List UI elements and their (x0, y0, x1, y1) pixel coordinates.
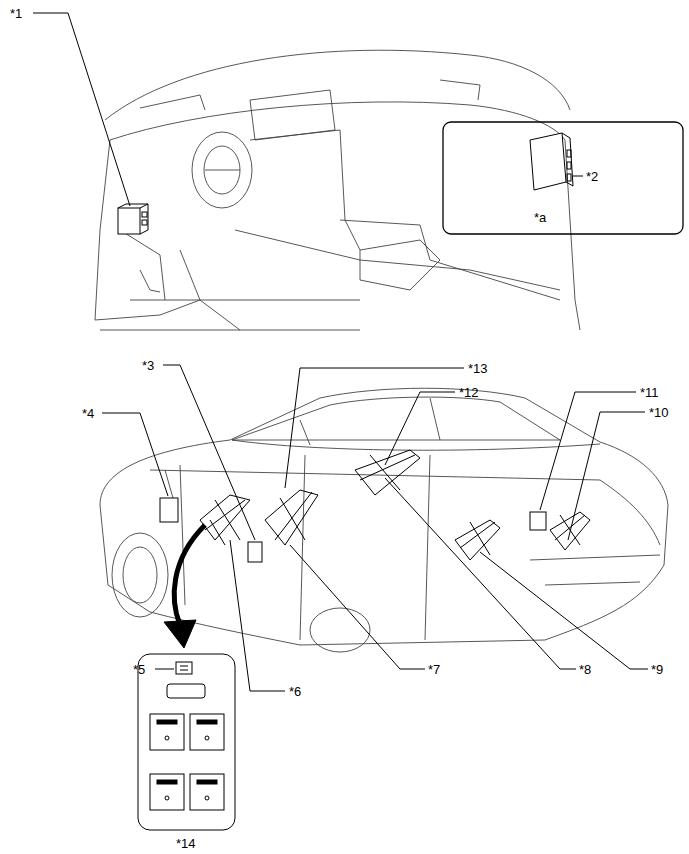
callout-number: *2 (586, 169, 598, 184)
callout-number: *a (534, 210, 546, 225)
callout-number: *14 (176, 836, 196, 851)
switch-panel (138, 654, 235, 830)
leader-line (155, 669, 174, 670)
callout-number: *11 (640, 385, 659, 400)
control-unit (118, 204, 148, 234)
callout-number: *7 (428, 662, 440, 677)
callout-number: *5 (133, 662, 145, 677)
leader-lines (102, 365, 648, 691)
pointer-arrow (174, 525, 205, 625)
callout-number: *13 (468, 361, 488, 376)
callout-number: *12 (459, 385, 479, 400)
callout-number: *4 (82, 406, 94, 421)
car-body (100, 388, 668, 652)
callout-number: *3 (142, 358, 154, 373)
callout-number: *9 (651, 662, 663, 677)
callout-number: *1 (10, 6, 22, 21)
window-regulators (160, 450, 590, 562)
leader-line (573, 176, 583, 177)
callout-number: *8 (579, 662, 591, 677)
interior-sketch (95, 50, 580, 330)
pointer-arrowhead (164, 620, 196, 648)
module (530, 133, 573, 190)
callout-number: *6 (289, 684, 301, 699)
callout-number: *10 (649, 405, 669, 420)
inset-frame (443, 122, 683, 234)
leader-line (33, 13, 130, 206)
